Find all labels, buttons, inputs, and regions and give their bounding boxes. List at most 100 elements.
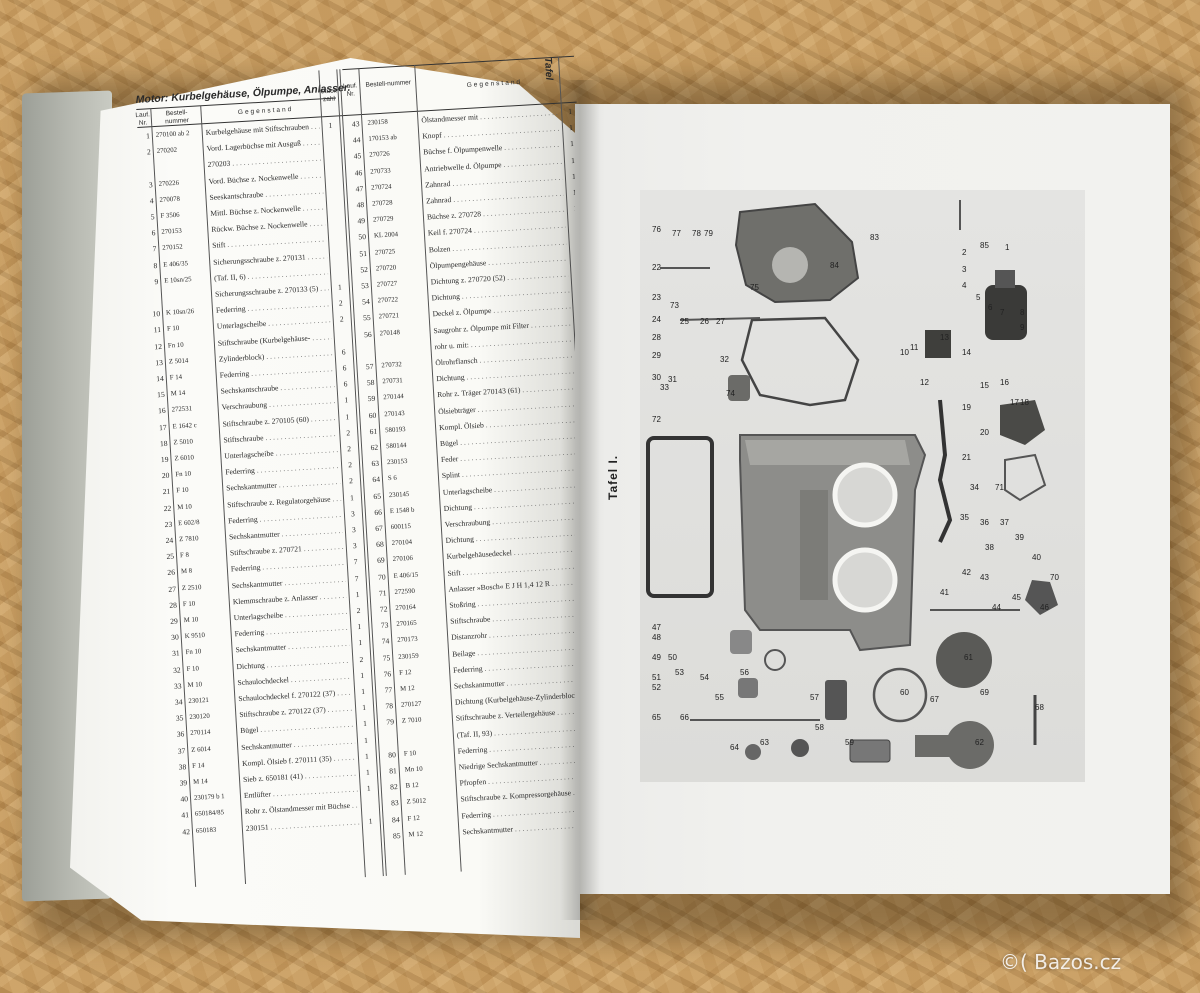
part-number: 25 xyxy=(166,551,175,562)
item-name: Kompl. Ölsieb f. 270111 (35) xyxy=(242,751,357,770)
part-label: 60 xyxy=(900,688,909,697)
quantity: 2 xyxy=(356,605,361,616)
part-label: 11 xyxy=(910,343,919,352)
part-number: 13 xyxy=(155,357,164,368)
order-number: Z 7810 xyxy=(178,535,199,544)
item-name: Sicherungsschraube z. 270133 (5) xyxy=(215,282,330,301)
quantity: 1 xyxy=(337,282,343,292)
part-number: 5 xyxy=(150,212,155,222)
part-label: 59 xyxy=(845,738,854,747)
part-label: 22 xyxy=(652,263,661,272)
part-label: 79 xyxy=(704,229,713,238)
item-name: Sechskantmutter xyxy=(229,525,344,544)
quantity xyxy=(328,200,342,201)
part-number: 47 xyxy=(355,183,364,194)
part-number: 81 xyxy=(388,766,398,776)
part-number: 19 xyxy=(160,454,169,465)
quantity: 2 xyxy=(338,298,343,308)
part-label: 25 xyxy=(680,317,689,326)
item-name: Schaulochdeckel f. 270122 (37) xyxy=(238,687,353,706)
order-number: B 12 xyxy=(405,782,419,790)
order-number: 270153 xyxy=(161,227,182,236)
order-number: M 10 xyxy=(177,503,193,511)
part-label: 40 xyxy=(1032,553,1041,562)
part-label: 30 xyxy=(652,373,661,382)
part-number: 10 xyxy=(152,309,161,319)
order-number: F 12 xyxy=(407,814,421,823)
part-label: 66 xyxy=(680,713,689,722)
item-name: Federring xyxy=(225,460,340,479)
part-label: 16 xyxy=(1000,378,1009,387)
table-row: 15M 14Sechskantschraube6 xyxy=(136,380,348,403)
order-number: 270106 xyxy=(392,555,414,564)
part-label: 51 xyxy=(652,673,661,682)
quantity: 3 xyxy=(350,508,356,519)
order-number: K 9510 xyxy=(184,632,206,641)
col-header-stueck-left: Stück zahl xyxy=(320,87,337,104)
order-number: F 8 xyxy=(179,551,190,560)
part-number: 83 xyxy=(390,798,399,808)
order-number: 270152 xyxy=(162,243,183,253)
col-header-gegenstand-left: Gegenstand xyxy=(237,105,294,117)
part-label: 85 xyxy=(980,241,989,250)
part-number: 60 xyxy=(368,410,377,420)
table-row: 23E 602/8Federring3 xyxy=(144,509,355,532)
part-label: 70 xyxy=(1050,573,1059,582)
order-number: 230153 xyxy=(386,458,408,467)
part-number: 67 xyxy=(374,523,384,533)
order-number: Z 5012 xyxy=(406,797,427,806)
part-label: 50 xyxy=(668,653,677,662)
part-label: 38 xyxy=(985,543,994,552)
item-name: Unterlagscheibe xyxy=(233,606,348,625)
quantity: 2 xyxy=(346,428,351,438)
part-label: 26 xyxy=(700,317,709,326)
part-label: 45 xyxy=(1012,593,1021,602)
part-number: 44 xyxy=(352,135,361,145)
order-number: 270729 xyxy=(372,215,394,224)
quantity: 1 xyxy=(328,120,333,130)
part-number: 58 xyxy=(366,377,375,388)
part-label: 5 xyxy=(976,293,981,302)
order-number: F 10 xyxy=(182,600,196,608)
order-number: 270144 xyxy=(383,393,404,402)
quantity: 3 xyxy=(351,525,356,535)
part-label: 73 xyxy=(670,301,679,310)
part-label: 39 xyxy=(1015,533,1024,542)
item-name: Zylinderblock) xyxy=(218,347,333,366)
quantity: 1 xyxy=(360,670,365,680)
part-label: 27 xyxy=(716,317,725,326)
part-label: 43 xyxy=(980,573,989,582)
item-name: Klemmschraube z. Anlasser xyxy=(232,590,347,609)
part-label: 28 xyxy=(652,333,661,342)
order-number: Fn 10 xyxy=(167,341,184,350)
quantity xyxy=(331,249,345,250)
quantity: 1 xyxy=(349,492,355,502)
order-number: E 602/8 xyxy=(178,518,200,528)
table-row: 66E 1548 bDichtung1 xyxy=(144,495,595,532)
part-label: 46 xyxy=(1040,603,1049,612)
part-number: 26 xyxy=(167,567,176,578)
order-number: E 1548 b xyxy=(389,506,415,515)
table-row: 65230145Unterlagscheibe1 xyxy=(143,479,594,516)
order-number: 270165 xyxy=(396,619,417,629)
part-label: 9 xyxy=(1020,323,1025,332)
part-number: 75 xyxy=(382,652,391,663)
part-number: 50 xyxy=(358,232,367,242)
quantity: 7 xyxy=(353,557,358,567)
order-number: M 14 xyxy=(170,389,186,398)
order-number: Z 5014 xyxy=(168,357,189,366)
order-number: F 14 xyxy=(169,373,183,382)
order-number: 270078 xyxy=(159,195,181,204)
part-number: 37 xyxy=(177,745,186,756)
quantity: 1 xyxy=(361,702,367,713)
order-number: 650184/85 xyxy=(194,809,225,819)
part-label: 23 xyxy=(652,293,661,302)
part-label: 74 xyxy=(726,389,735,398)
part-number: 18 xyxy=(159,438,168,448)
